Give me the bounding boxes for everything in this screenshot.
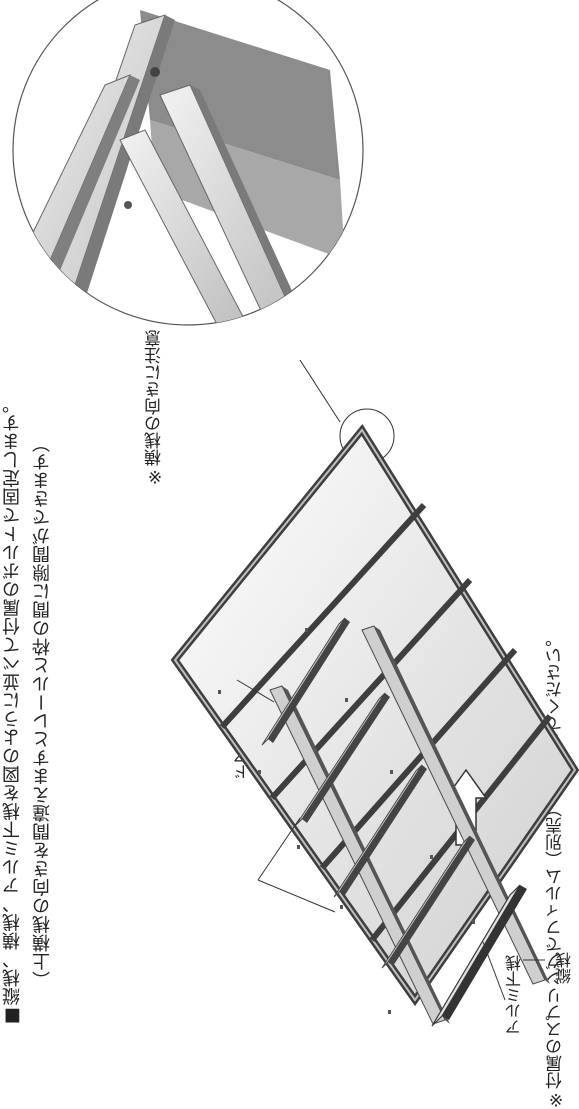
frame-crossbar-1 bbox=[219, 502, 427, 730]
aluminum-lower-bar bbox=[431, 884, 527, 1027]
tatesan-rail bbox=[361, 625, 550, 985]
detail-bolt bbox=[124, 201, 132, 209]
leader-yokosan bbox=[236, 679, 275, 703]
door-bolts bbox=[218, 628, 475, 1014]
exploded-parts bbox=[218, 617, 550, 1027]
leader-door-bolt-1 bbox=[257, 817, 301, 881]
yokosan-bar-1 bbox=[261, 617, 350, 746]
yokosan-bar-2 bbox=[295, 692, 390, 826]
detail-leader-line bbox=[299, 359, 341, 423]
yokosan-bar-4 bbox=[381, 835, 475, 969]
diagram-drawing bbox=[12, 0, 579, 1027]
detail-magnifier bbox=[12, 0, 364, 326]
detail-rail-far-right bbox=[119, 129, 251, 325]
leader-aluminum-lower bbox=[482, 941, 506, 1001]
detail-rail-right bbox=[159, 84, 310, 325]
leader-door-bolt-2 bbox=[257, 879, 336, 913]
detail-bolt-hole bbox=[150, 67, 160, 77]
yokosan-bar-3 bbox=[333, 764, 427, 898]
